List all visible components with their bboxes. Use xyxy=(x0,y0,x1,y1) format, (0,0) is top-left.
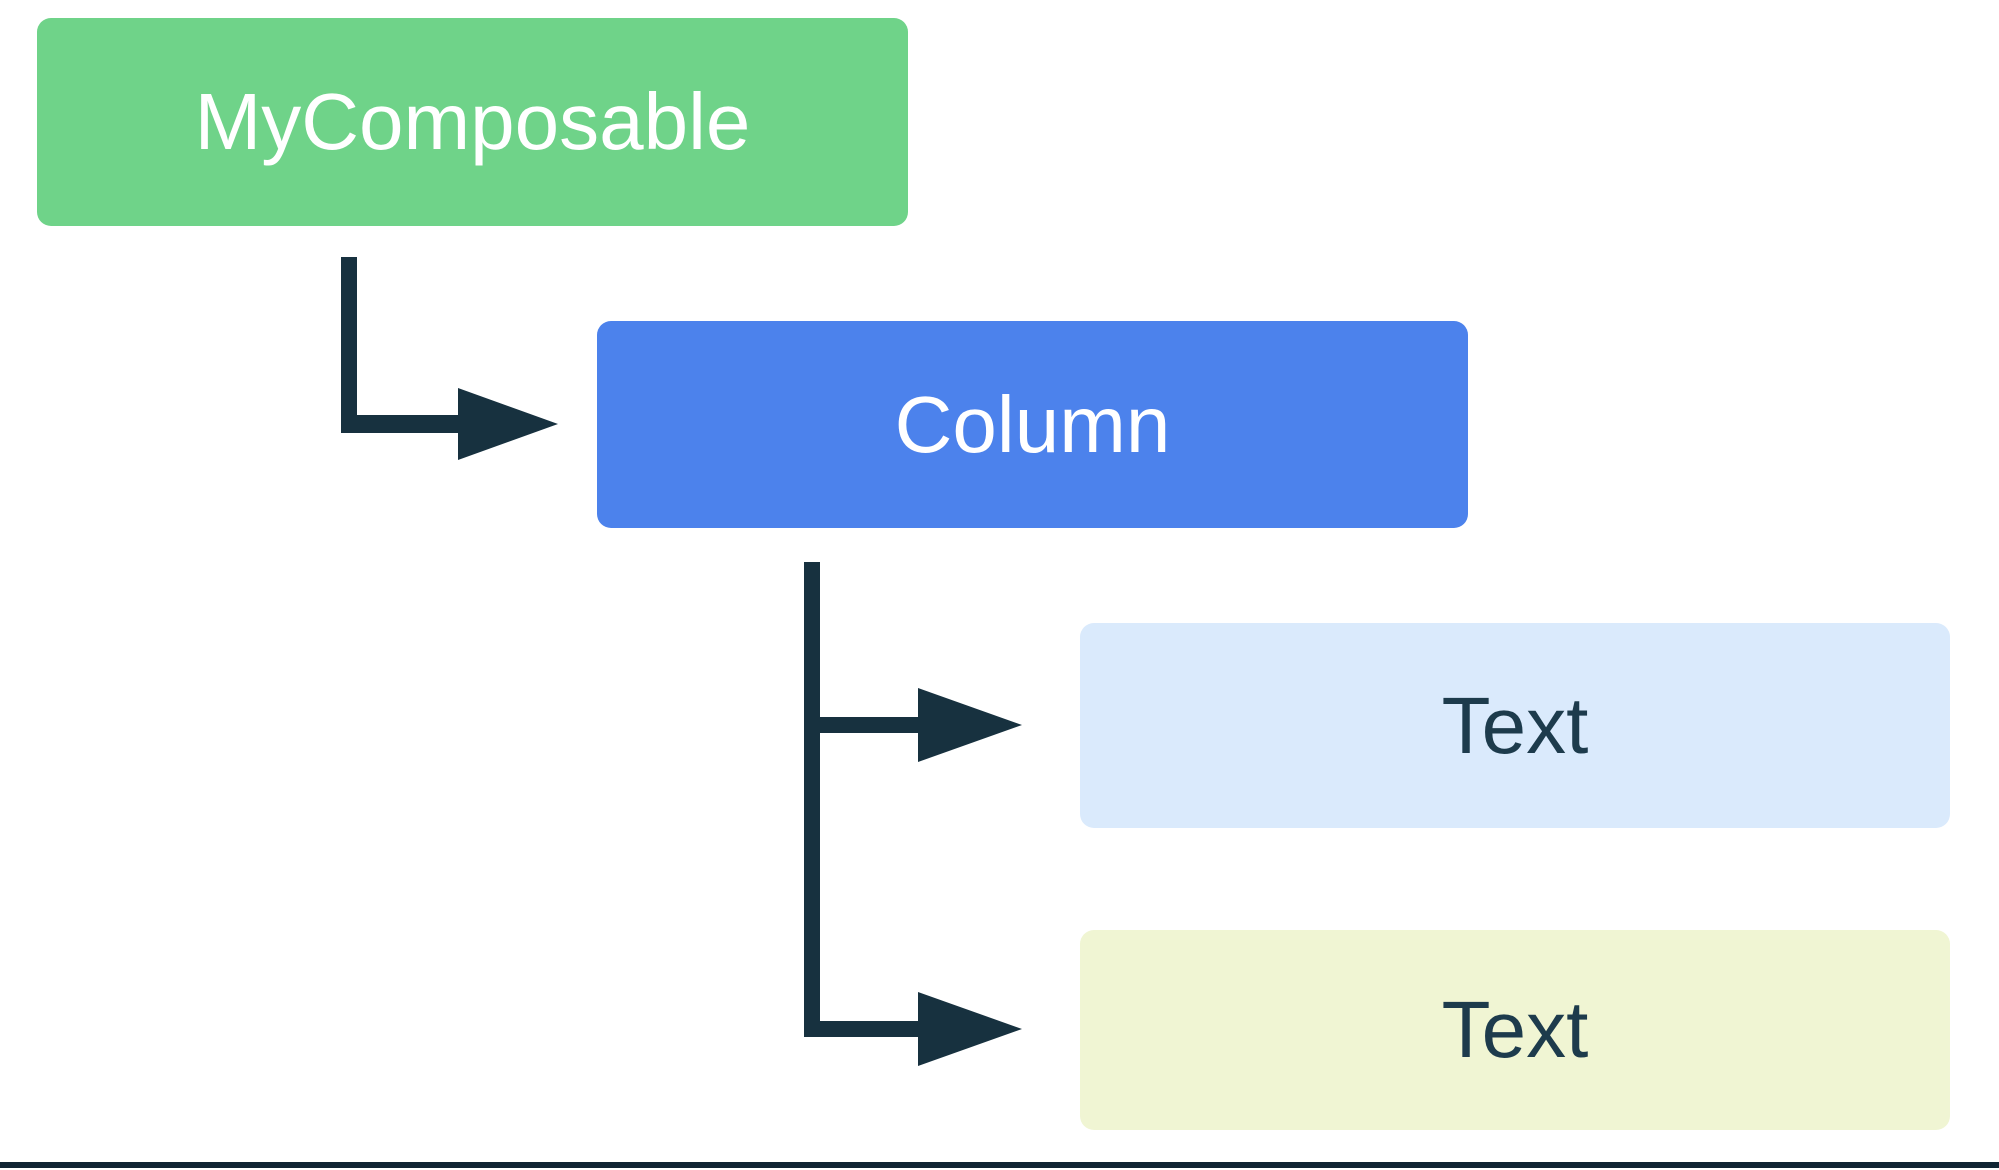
node-text-2-label: Text xyxy=(1441,985,1589,1074)
node-mycomposable-label: MyComposable xyxy=(194,77,751,166)
arrow-column-to-text-2 xyxy=(804,992,1022,1066)
node-text-1-label: Text xyxy=(1441,680,1589,770)
node-text-1: Text xyxy=(1080,623,1950,828)
arrow-column-children-connector xyxy=(804,562,820,1037)
node-mycomposable: MyComposable xyxy=(37,18,908,226)
node-column-label: Column xyxy=(894,379,1171,469)
node-column: Column xyxy=(597,321,1468,528)
arrow-column-to-text-1 xyxy=(804,688,1022,762)
bottom-rule xyxy=(0,1162,1999,1168)
node-text-2: Text xyxy=(1080,930,1950,1130)
arrow-mycomposable-to-column xyxy=(341,257,558,460)
